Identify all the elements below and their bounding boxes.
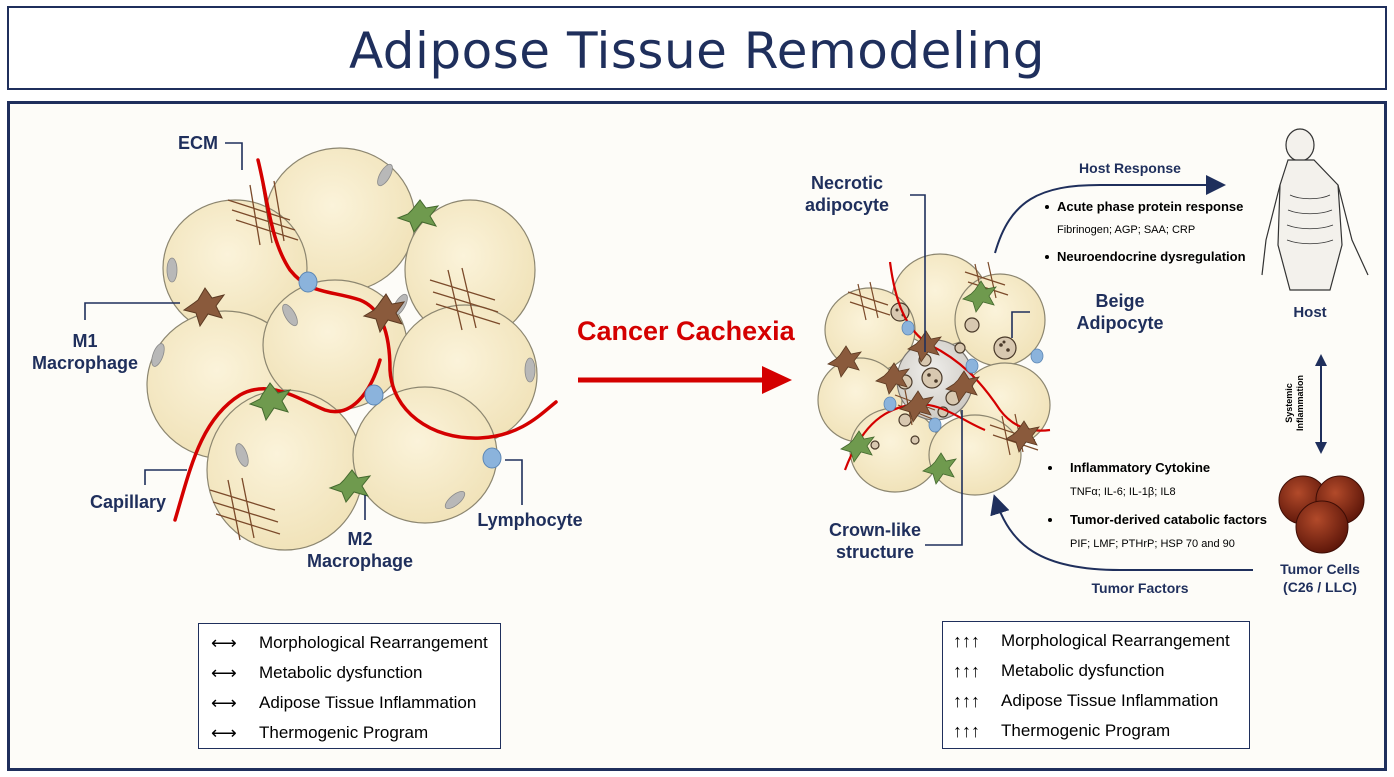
legend-right-row: ↑↑↑Morphological Rearrangement (953, 630, 1230, 651)
tumor-factors-title: Tumor Factors (1091, 580, 1189, 596)
label-lymphocyte: Lymphocyte (477, 510, 583, 530)
systemic-inflammation-arrow (1315, 354, 1327, 454)
lymphocyte (298, 271, 502, 469)
legend-left-row: ⟷Thermogenic Program (211, 722, 429, 743)
label-crown-like-structure: Crown-like structure (828, 520, 921, 562)
m2-macrophage (248, 199, 440, 503)
tumor-cells (1278, 475, 1365, 554)
host-response-title: Host Response (1079, 160, 1181, 176)
label-m2-macrophage: M2 Macrophage (306, 529, 414, 571)
tumor-factor-item-2-detail: PIF; LMF; PTHrP; HSP 70 and 90 (1070, 538, 1235, 550)
label-tumor-cells: Tumor Cells (C26 / LLC) (1280, 561, 1360, 595)
label-ecm: ECM (178, 133, 218, 153)
adipocyte (352, 386, 498, 524)
adipocyte (206, 389, 364, 551)
triple-up-arrow-icon: ↑↑↑ (953, 690, 980, 711)
legend-left-row: ⟷Morphological Rearrangement (211, 632, 488, 653)
page-title: Adipose Tissue Remodeling (348, 22, 1046, 80)
double-arrow-icon: ⟷ (211, 632, 237, 653)
label-systemic-inflammation: Systemic Inflammation (1284, 375, 1305, 432)
label-cancer-cachexia: Cancer Cachexia (577, 316, 795, 346)
tumor-factor-item-1-detail: TNFα; IL-6; IL-1β; IL8 (1070, 486, 1176, 498)
adipocyte (928, 414, 1022, 496)
host-response-arrow (994, 175, 1226, 254)
host-response-item-1: Acute phase protein response (1057, 199, 1244, 214)
tumor-factor-item-1: Inflammatory Cytokine (1070, 460, 1211, 475)
host-figure (1261, 128, 1369, 291)
legend-left: ⟷Morphological Rearrangement ⟷Metabolic … (198, 623, 501, 749)
legend-left-row: ⟷Adipose Tissue Inflammation (211, 692, 477, 713)
triple-up-arrow-icon: ↑↑↑ (953, 720, 980, 741)
right-adipose-cluster (817, 194, 1051, 546)
m1-macrophage (182, 287, 406, 334)
tumor-factor-item-2: Tumor-derived catabolic factors (1070, 512, 1267, 527)
label-capillary: Capillary (89, 492, 167, 512)
double-arrow-icon: ⟷ (211, 662, 237, 683)
legend-left-row: ⟷Metabolic dysfunction (211, 662, 423, 683)
tumor-factors-arrow (990, 494, 1253, 571)
legend-right-row: ↑↑↑Metabolic dysfunction (953, 660, 1165, 681)
label-m1-macrophage: M1 Macrophage (31, 331, 139, 373)
title-box: Adipose Tissue Remodeling (7, 6, 1387, 90)
double-arrow-icon: ⟷ (211, 692, 237, 713)
label-host: Host (1293, 304, 1327, 321)
label-beige-adipocyte: Beige Adipocyte (1076, 291, 1164, 333)
label-necrotic-adipocyte: Necrotic adipocyte (804, 173, 890, 215)
host-response-item-1-detail: Fibrinogen; AGP; SAA; CRP (1057, 224, 1196, 236)
triple-up-arrow-icon: ↑↑↑ (953, 660, 980, 681)
cachexia-arrow (578, 366, 792, 394)
legend-right-row: ↑↑↑Adipose Tissue Inflammation (953, 690, 1219, 711)
host-response-item-2: Neuroendocrine dysregulation (1057, 249, 1246, 264)
legend-right-row: ↑↑↑Thermogenic Program (953, 720, 1171, 741)
double-arrow-icon: ⟷ (211, 722, 237, 743)
left-adipose-cluster (84, 142, 558, 551)
triple-up-arrow-icon: ↑↑↑ (953, 630, 980, 651)
legend-right: ↑↑↑Morphological Rearrangement ↑↑↑Metabo… (942, 621, 1250, 749)
